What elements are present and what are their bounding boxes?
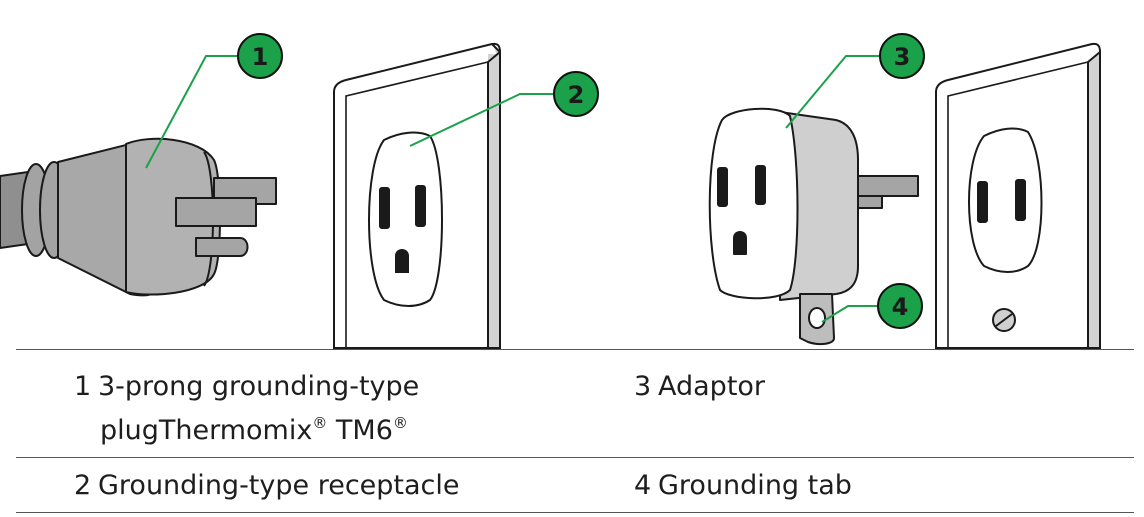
registered-mark: ® (312, 414, 328, 432)
callout-1-number: 1 (252, 43, 269, 71)
callout-3: 3 (879, 33, 925, 79)
legend-item-4-label: Grounding tab (658, 470, 852, 501)
legend-rule-middle (16, 457, 1134, 458)
callout-2: 2 (553, 71, 599, 117)
two-slot-receptacle (935, 42, 1101, 349)
legend-item-1-number: 1 (74, 371, 92, 402)
grounding-receptacle (333, 42, 501, 349)
legend-rule-bottom (16, 512, 1134, 513)
callout-4-number: 4 (892, 293, 909, 321)
grounding-illustration: 1 2 3 4 (0, 33, 1101, 349)
legend-item-1-model: TM6 (327, 415, 393, 446)
legend-item-1-line2: plugThermomix® TM6® (74, 405, 419, 449)
three-prong-plug (0, 137, 277, 297)
callout-1: 1 (237, 33, 283, 79)
callout-4: 4 (877, 283, 923, 329)
callout-leaders (145, 55, 880, 323)
callout-2-number: 2 (568, 81, 585, 109)
legend-item-1-line1: 3-prong grounding-type (98, 371, 420, 402)
legend-item-3-number: 3 (634, 371, 652, 402)
legend-item-3-label: Adaptor (658, 371, 766, 402)
legend-item-1-line2-text: plugThermomix (100, 415, 313, 446)
legend-rule-top (16, 349, 1134, 350)
legend-item-2-label: Grounding-type receptacle (98, 470, 460, 501)
legend-item-2-number: 2 (74, 470, 92, 501)
callout-3-number: 3 (894, 43, 911, 71)
registered-mark: ® (392, 414, 408, 432)
adaptor (708, 107, 919, 346)
legend-item-4-number: 4 (634, 470, 652, 501)
